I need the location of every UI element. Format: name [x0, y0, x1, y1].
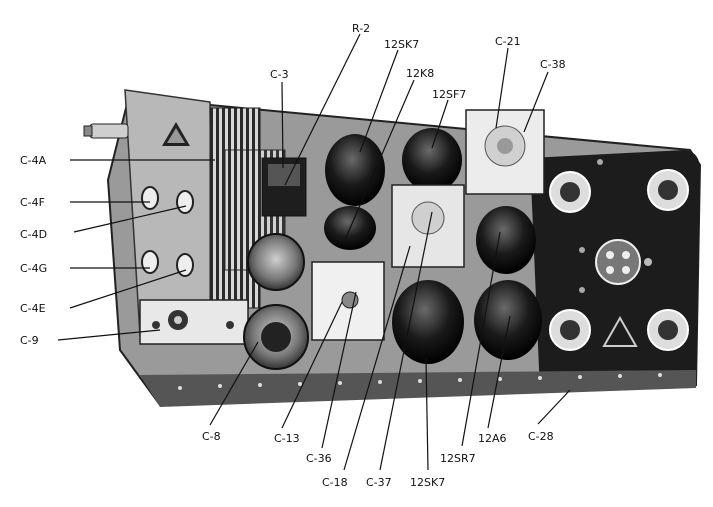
tube-12sk7-bottom [392, 280, 464, 364]
label-c4a: C-4A [20, 154, 47, 167]
tube-12sr7 [476, 206, 536, 274]
label-c21: C-21 [495, 35, 521, 48]
tube-12a6 [474, 280, 542, 360]
label-r2: R-2 [352, 22, 370, 35]
label-c8: C-8 [202, 430, 221, 443]
warning-triangle-right-icon [602, 315, 638, 347]
label-c38: C-38 [540, 58, 566, 71]
label-c3: C-3 [270, 68, 289, 81]
shield-can-c37 [391, 184, 465, 268]
label-12sf7: 12SF7 [432, 88, 466, 101]
label-12sk7-top: 12SK7 [384, 38, 419, 51]
label-c4e: C-4E [20, 302, 46, 315]
labels: R-2 C-3 12SK7 12K8 12SF7 C-21 C-38 C-4A … [20, 22, 566, 489]
label-c9: C-9 [20, 334, 39, 347]
right-panel-sockets [549, 159, 689, 351]
label-c13: C-13 [274, 432, 300, 445]
rim-rivets [178, 373, 662, 390]
tube-12sf7 [402, 128, 462, 192]
c3-component [261, 157, 307, 217]
label-12sr7: 12SR7 [440, 452, 476, 465]
label-c37: C-37 [366, 476, 392, 489]
label-c18: C-18 [322, 476, 348, 489]
coax-connector [83, 123, 129, 139]
leader-lines [57, 33, 571, 471]
shield-can-c21 [465, 109, 545, 195]
label-c4f: C-4F [20, 196, 45, 209]
label-c4d: C-4D [20, 228, 47, 241]
label-12sk7-bottom: 12SK7 [410, 476, 445, 489]
warning-triangle-icon [162, 122, 190, 146]
tube-sockets-left [243, 233, 309, 370]
c9-bracket [139, 299, 249, 345]
label-12k8: 12K8 [406, 67, 434, 80]
label-c28: C-28 [528, 430, 554, 443]
label-12a6: 12A6 [478, 432, 507, 445]
label-c4g: C-4G [20, 262, 47, 275]
label-c36: C-36 [306, 452, 332, 465]
